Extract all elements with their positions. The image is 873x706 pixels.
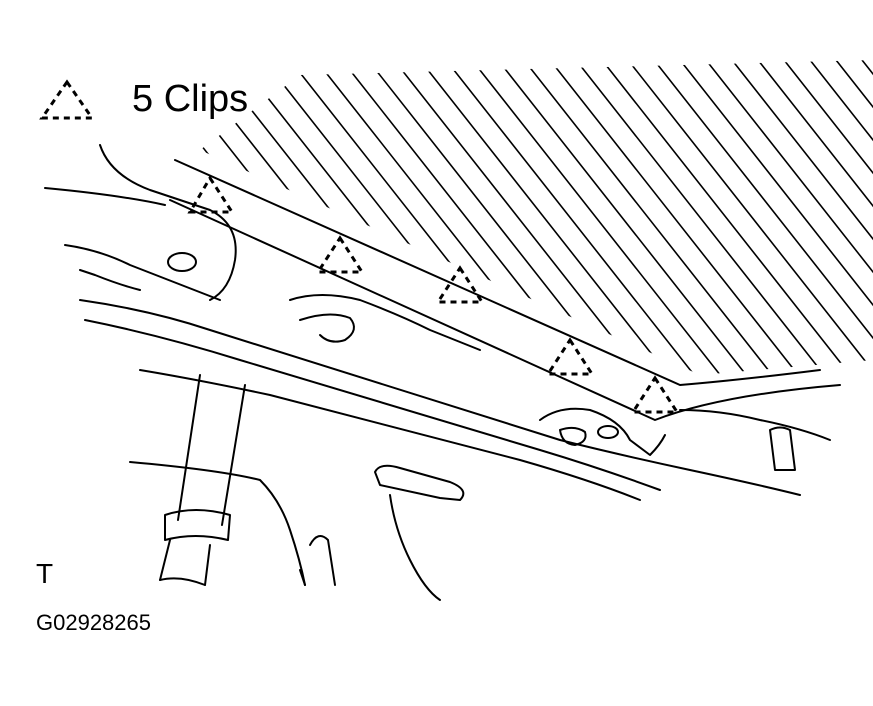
rear-window-glass-hatching (200, 60, 873, 375)
clip-marker-icon (545, 337, 595, 376)
figure-id: G02928265 (36, 610, 151, 635)
clip-marker-icon (315, 235, 365, 274)
legend-label: 5 Clips (132, 78, 249, 120)
clip-marker-icon (435, 265, 485, 304)
vehicle-body-outlines (44, 144, 841, 601)
clip-markers (187, 175, 680, 414)
dashed-triangle-clip-icon (39, 79, 95, 120)
clip-marker-icon (630, 375, 680, 414)
clip-marker-icon (187, 175, 235, 214)
corner-mark: T (36, 558, 54, 589)
